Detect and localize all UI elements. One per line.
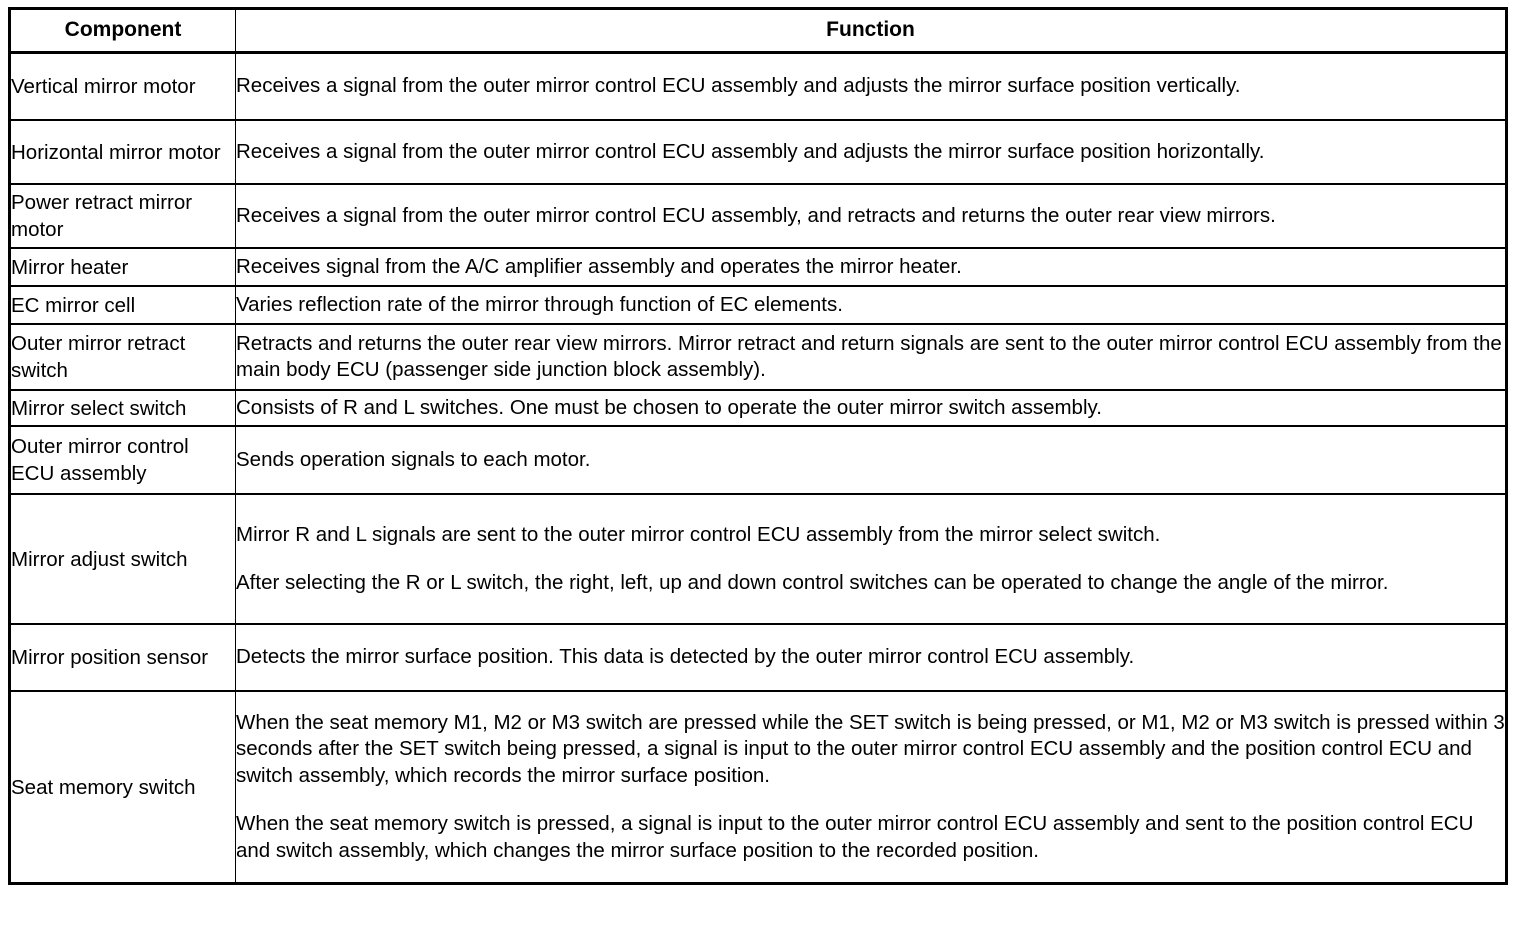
component-function-table: Component Function Vertical mirror motor… (8, 7, 1508, 886)
table-header: Component Function (9, 7, 1507, 55)
cell-function: Sends operation signals to each motor. (235, 425, 1507, 496)
table-header-row: Component Function (9, 7, 1507, 55)
cell-component: Outer mirror retract switch (9, 323, 236, 392)
function-paragraph: Sends operation signals to each motor. (236, 447, 591, 471)
cell-function: Receives a signal from the outer mirror … (235, 183, 1507, 250)
cell-function: When the seat memory M1, M2 or M3 switch… (235, 690, 1507, 885)
column-header-component: Component (9, 7, 236, 55)
cell-function: Varies reflection rate of the mirror thr… (235, 285, 1507, 326)
function-paragraph: When the seat memory M1, M2 or M3 switch… (236, 710, 1505, 787)
function-paragraph: Mirror R and L signals are sent to the o… (236, 522, 1161, 546)
function-paragraph: After selecting the R or L switch, the r… (236, 571, 1389, 595)
function-paragraph: Varies reflection rate of the mirror thr… (236, 292, 843, 316)
cell-component: Mirror select switch (9, 389, 236, 428)
cell-function: Receives a signal from the outer mirror … (235, 119, 1507, 186)
cell-component: Vertical mirror motor (9, 51, 236, 122)
cell-component: Power retract mirror motor (9, 183, 236, 250)
cell-component: Mirror position sensor (9, 623, 236, 693)
cell-function: Detects the mirror surface position. Thi… (235, 623, 1507, 693)
function-paragraph: Receives a signal from the outer mirror … (236, 203, 1276, 227)
function-paragraph: Detects the mirror surface position. Thi… (236, 645, 1135, 669)
function-paragraph: When the seat memory switch is pressed, … (236, 812, 1474, 863)
cell-function: Receives a signal from the outer mirror … (235, 51, 1507, 122)
cell-component: Mirror heater (9, 247, 236, 288)
cell-component: Horizontal mirror motor (9, 119, 236, 186)
function-paragraph: Retracts and returns the outer rear view… (236, 331, 1502, 382)
cell-component: Outer mirror control ECU assembly (9, 425, 236, 496)
function-paragraph: Receives a signal from the outer mirror … (236, 74, 1241, 98)
function-paragraph: Receives a signal from the outer mirror … (236, 139, 1265, 163)
cell-component: Seat memory switch (9, 690, 236, 885)
cell-function: Receives signal from the A/C amplifier a… (235, 247, 1507, 288)
function-paragraph: Consists of R and L switches. One must b… (236, 395, 1102, 419)
cell-function: Mirror R and L signals are sent to the o… (235, 493, 1507, 626)
cell-component: Mirror adjust switch (9, 493, 236, 626)
column-header-function: Function (235, 7, 1507, 55)
cell-component: EC mirror cell (9, 285, 236, 326)
cell-function: Retracts and returns the outer rear view… (235, 323, 1507, 392)
function-paragraph: Receives signal from the A/C amplifier a… (236, 254, 962, 278)
cell-function: Consists of R and L switches. One must b… (235, 389, 1507, 428)
